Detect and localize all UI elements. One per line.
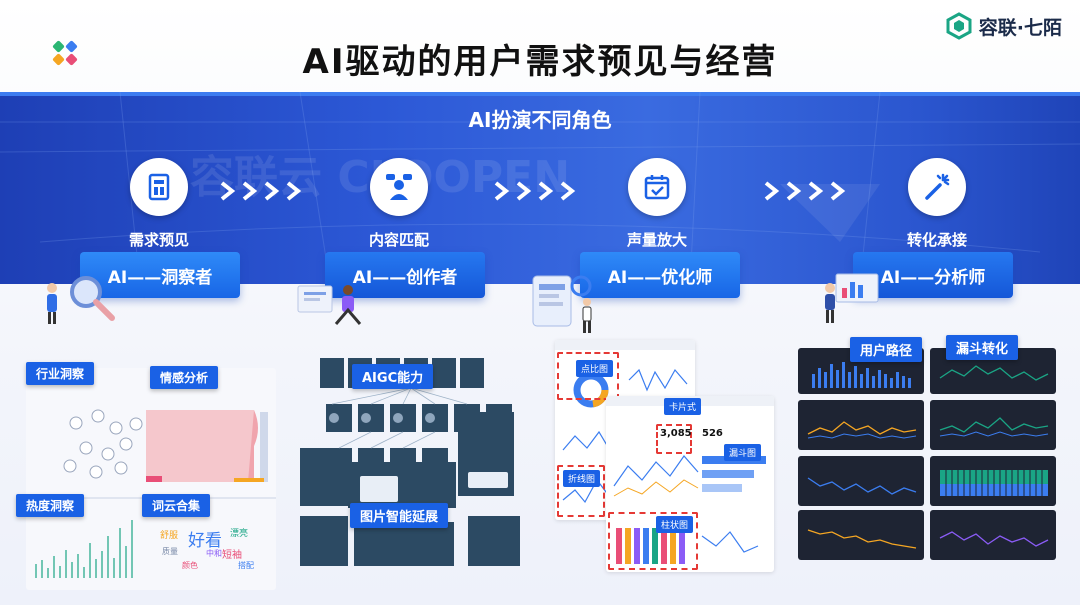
creator-person-illustration	[297, 285, 362, 325]
step-2-label: 内容匹配	[368, 231, 429, 249]
funnel-chart-tag: 漏斗图	[724, 444, 762, 461]
role-analyst-button: AI——分析师	[853, 252, 1013, 298]
step-1-circle	[130, 158, 188, 216]
colorful-x-logo-icon	[52, 40, 78, 66]
analyst-person-illustration	[825, 273, 879, 323]
purple-trend-art	[939, 531, 1049, 547]
analyst-tile-5	[798, 456, 924, 506]
path-bar-chart-art	[812, 362, 911, 388]
optimizer-person-illustration	[532, 275, 592, 333]
user-path-tag: 用户路径	[850, 337, 923, 362]
banner-top-line	[0, 92, 1080, 96]
card-style-tag: 卡片式	[664, 398, 702, 415]
pie-highlight-box	[557, 352, 619, 400]
cloud-word-2: 短袖	[222, 550, 242, 561]
heat-insight-tag: 热度洞察	[16, 494, 85, 517]
brand-hexagon-icon	[946, 12, 972, 40]
bar-highlight-box	[608, 512, 698, 570]
calendar-check-icon	[644, 175, 670, 200]
cloud-word-4: 中和	[206, 549, 222, 558]
magnifier-person-illustration	[47, 276, 115, 324]
page-title: AI驱动的用户需求预见与经营	[302, 42, 778, 82]
step-4-label: 转化承接	[906, 231, 967, 249]
blue-line-art	[807, 477, 917, 495]
role-creator-button: AI——创作者	[325, 252, 485, 298]
orange-trend-art	[807, 529, 917, 549]
pie-chart-tag: 点比图	[576, 360, 614, 377]
document-icon	[148, 173, 170, 201]
cloud-word-5: 漂亮	[230, 529, 249, 539]
funnel-conversion-tag: 漏斗转化	[946, 335, 1019, 360]
brand: 容联·七陌	[945, 12, 1062, 40]
presenter-icon	[386, 174, 412, 200]
role-optimizer-button: AI——优化师	[580, 252, 740, 298]
role-observer-button: AI——洞察者	[80, 252, 240, 298]
cloud-word-6: 质量	[162, 547, 178, 556]
brand-name: 容联·七陌	[978, 16, 1062, 39]
analyst-tile-7	[798, 510, 924, 560]
cloud-word-3: 舒服	[160, 531, 179, 541]
kpi-value-b: 526	[702, 428, 723, 439]
flow-arrows-1	[218, 180, 308, 202]
cloud-word-1: 好看	[188, 531, 222, 551]
image-extend-tag: 图片智能延展	[350, 503, 449, 528]
cloud-word-7: 搭配	[238, 561, 254, 570]
orange-line-art	[807, 421, 917, 439]
step-4-circle	[908, 158, 966, 216]
analyst-tile-4	[930, 400, 1056, 450]
sentiment-analysis-tag: 情感分析	[150, 366, 219, 389]
stacked-bar-art	[940, 470, 1048, 496]
flow-arrows-3	[762, 180, 852, 202]
kpi-value-a: 3,085	[660, 428, 692, 439]
step-1-label: 需求预见	[128, 231, 189, 249]
analyst-tile-8	[930, 510, 1056, 560]
step-3-circle	[628, 158, 686, 216]
analyst-tile-6	[930, 456, 1056, 506]
creator-panel	[298, 352, 524, 568]
insight-panel	[26, 368, 276, 590]
analyst-tile-3	[798, 400, 924, 450]
line-chart-tag: 折线图	[563, 470, 601, 487]
bar-chart-tag: 柱状图	[656, 516, 694, 533]
step-3-label: 声量放大	[626, 231, 687, 249]
funnel-line-art	[939, 365, 1049, 381]
magic-wand-icon	[925, 173, 950, 200]
wordcloud-tag: 词云合集	[142, 494, 211, 517]
line-highlight-box	[557, 465, 605, 517]
kpi-highlight-box	[656, 424, 692, 454]
teal-line-art	[939, 417, 1049, 437]
aigc-cards-art	[300, 358, 520, 566]
industry-insight-tag: 行业洞察	[26, 362, 95, 385]
step-2-circle	[370, 158, 428, 216]
flow-arrows-2	[492, 180, 582, 202]
cloud-word-8: 颜色	[182, 561, 198, 570]
aigc-ability-tag: AIGC能力	[352, 364, 434, 389]
banner-title: AI扮演不同角色	[468, 108, 612, 132]
